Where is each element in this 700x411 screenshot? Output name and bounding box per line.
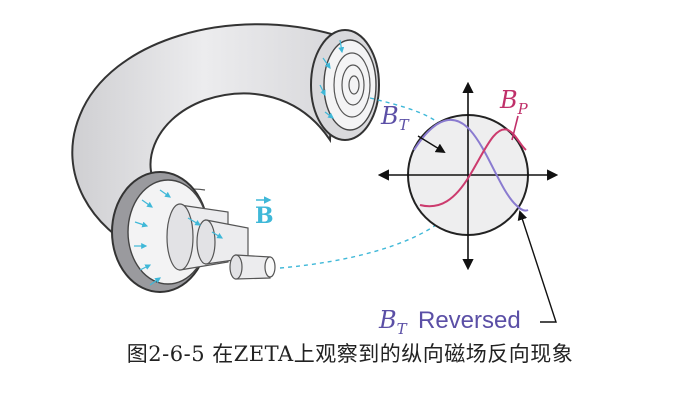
upper-cross-section [310, 29, 380, 141]
bp-subscript: P [517, 100, 529, 118]
reversed-text: Reversed [418, 307, 521, 334]
svg-text:BT: BT [380, 102, 410, 134]
bt-reversed-subscript: T [397, 320, 408, 338]
bp-curve [419, 128, 527, 208]
bp-label: BP [499, 86, 529, 141]
bp-symbol: B [499, 86, 518, 114]
bt-reversed-label: BT Reversed [378, 210, 557, 338]
b-vector-label: B [255, 196, 274, 229]
bt-subscript: T [399, 116, 410, 134]
field-arrows-lower [134, 189, 224, 286]
bt-label: BT [380, 102, 446, 154]
svg-text:BP: BP [499, 86, 529, 118]
figure-caption: 图2-6-5 在ZETA上观察到的纵向磁场反向现象 [126, 342, 574, 366]
bt-reversed-symbol: B [378, 306, 397, 334]
nested-cylinders [166, 203, 276, 280]
lower-cross-section [111, 171, 276, 293]
bt-symbol: B [380, 102, 399, 130]
b-vector-text: B [255, 203, 274, 229]
bt-curve [413, 118, 529, 212]
svg-text:BT: BT [378, 306, 408, 338]
